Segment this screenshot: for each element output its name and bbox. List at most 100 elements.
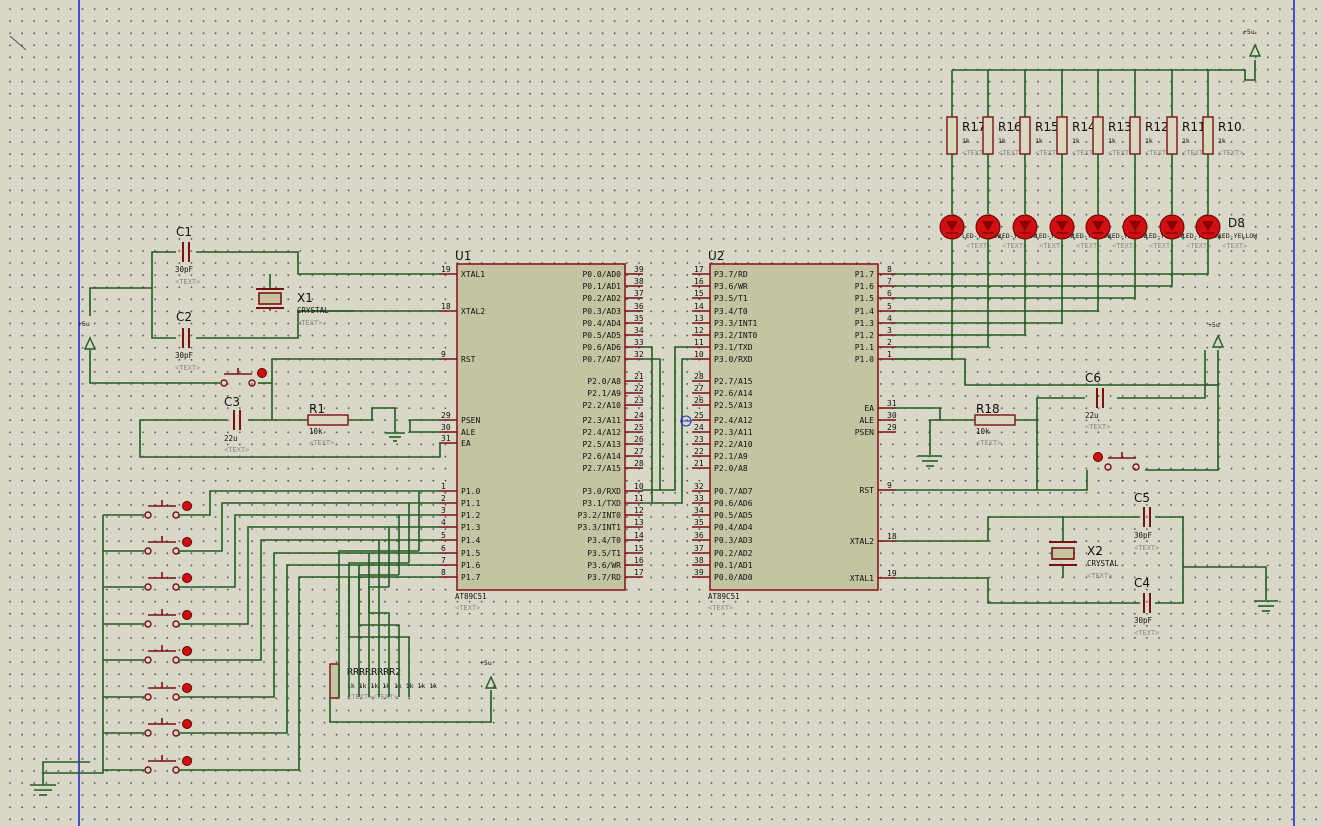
c5-ref: C5 bbox=[1134, 491, 1150, 505]
pin-name: XTAL2 bbox=[850, 537, 874, 546]
p1-button[interactable] bbox=[103, 552, 439, 701]
pin-number: 29 bbox=[441, 411, 451, 420]
u2-chip[interactable]: U2 AT89C51 <TEXT> 17P3.7/RD16P3.6/WR15P3… bbox=[692, 249, 897, 612]
pin-number: 3 bbox=[441, 506, 446, 515]
pin-number: 26 bbox=[694, 396, 704, 405]
pin-name: P0.1/AD1 bbox=[582, 282, 621, 291]
resistor-ref: R11 bbox=[1182, 120, 1206, 134]
resistor-text: <TEXT> bbox=[1035, 149, 1060, 157]
resistor-text: <TEXT> bbox=[998, 149, 1023, 157]
buttons-ground bbox=[30, 515, 104, 796]
pin-name: P2.6/A14 bbox=[582, 452, 621, 461]
c4-ref: C4 bbox=[1134, 576, 1150, 590]
p1-buttons[interactable] bbox=[103, 490, 439, 774]
pin-name: P3.1/TXD bbox=[714, 343, 753, 352]
r1-text: <TEXT> bbox=[309, 439, 334, 447]
pin-number: 34 bbox=[694, 506, 704, 515]
u1-oscillator: C1 30pF <TEXT> C2 30pF <TEXT> X1 CRYSTAL… bbox=[89, 225, 440, 372]
led-text: <TEXT> bbox=[1002, 242, 1027, 250]
u1-body[interactable] bbox=[456, 263, 626, 591]
pin-name: P0.7/AD7 bbox=[582, 355, 621, 364]
pin-name: P2.0/A8 bbox=[587, 377, 621, 386]
pin-name: ALE bbox=[461, 428, 476, 437]
u1-chip[interactable]: U1 AT89C51 <TEXT> 19XTAL118XTAL29RST29PS… bbox=[439, 249, 644, 612]
led-text: <TEXT> bbox=[1186, 242, 1211, 250]
pin-name: P2.3/A11 bbox=[582, 416, 621, 425]
c3-ref: C3 bbox=[224, 395, 240, 409]
r1-resistor[interactable]: R1 10k <TEXT> bbox=[307, 402, 349, 447]
resistor-value: 1k bbox=[1108, 137, 1116, 145]
resistor-pack[interactable]: RRRRRRRR2 1k 1k 1k 1k 1k 1k 1k 1k <TEXT>… bbox=[329, 659, 498, 723]
c1-value: 30pF bbox=[175, 265, 194, 274]
pin-name: XTAL1 bbox=[461, 270, 485, 279]
c1-capacitor[interactable]: C1 30pF <TEXT> bbox=[175, 225, 200, 286]
pin-number: 23 bbox=[694, 435, 704, 444]
pin-name: P2.0/A8 bbox=[714, 464, 748, 473]
pin-number: 11 bbox=[694, 338, 704, 347]
u1-part: AT89C51 bbox=[455, 592, 487, 601]
pin-name: XTAL2 bbox=[461, 307, 485, 316]
p1-button[interactable] bbox=[103, 502, 439, 555]
pin-number: 26 bbox=[634, 435, 644, 444]
c3-capacitor[interactable]: C3 22u <TEXT> bbox=[224, 395, 249, 454]
p1-button[interactable] bbox=[103, 526, 439, 628]
p1-button[interactable] bbox=[103, 490, 439, 519]
c4-capacitor[interactable]: C4 30pF <TEXT> bbox=[1134, 576, 1159, 637]
pin-name: P1.0 bbox=[461, 487, 480, 496]
pin-name: P2.1/A9 bbox=[587, 389, 621, 398]
vcc-left-label: +5u bbox=[78, 320, 90, 328]
c2-capacitor[interactable]: C2 30pF <TEXT> bbox=[175, 310, 200, 372]
u1-reset-circuit: C3 22u <TEXT> R1 10k <TEXT> +5u bbox=[78, 320, 441, 458]
pin-number: 33 bbox=[634, 338, 644, 347]
pin-number: 18 bbox=[887, 532, 897, 541]
pin-number: 8 bbox=[887, 265, 892, 274]
resistor-value: 1k bbox=[1145, 137, 1153, 145]
u2-left-pins: 17P3.7/RD16P3.6/WR15P3.5/T114P3.4/T013P3… bbox=[692, 265, 758, 582]
pin-number: 32 bbox=[694, 482, 704, 491]
vcc-rp-label: +5u bbox=[480, 659, 492, 667]
probe-cursor bbox=[680, 415, 692, 427]
pin-number: 32 bbox=[634, 350, 644, 359]
pin-number: 37 bbox=[694, 544, 704, 553]
r18-text: <TEXT> bbox=[976, 439, 1001, 447]
vcc-left: +5u bbox=[78, 320, 97, 350]
p1-button[interactable] bbox=[103, 514, 439, 591]
pin-name: P0.1/AD1 bbox=[714, 561, 753, 570]
c5-capacitor[interactable]: C5 30pF <TEXT> bbox=[1134, 491, 1159, 552]
r1-value: 10k bbox=[309, 427, 323, 436]
x2-crystal[interactable]: X2 CRYSTAL <TEXT> bbox=[1049, 541, 1119, 580]
pin-name: P1.2 bbox=[855, 331, 874, 340]
pin-number: 21 bbox=[694, 459, 704, 468]
r1-ref: R1 bbox=[309, 402, 325, 416]
resistor-ref: R12 bbox=[1145, 120, 1169, 134]
resistor-ref: R16 bbox=[998, 120, 1022, 134]
resistor-ref: R15 bbox=[1035, 120, 1059, 134]
x1-crystal[interactable]: X1 CRYSTAL <TEXT> bbox=[256, 288, 329, 327]
resistor-value: 1k bbox=[962, 137, 970, 145]
p1-button[interactable] bbox=[103, 564, 439, 737]
pin-number: 15 bbox=[694, 289, 704, 298]
u2-reset-button[interactable] bbox=[1093, 452, 1140, 471]
u2-body[interactable] bbox=[709, 263, 879, 591]
pin-number: 5 bbox=[887, 302, 892, 311]
pin-number: 30 bbox=[887, 411, 897, 420]
led-row[interactable]: R171k<TEXT>LED-YELLOW<TEXT>R161k<TEXT>LE… bbox=[939, 70, 1257, 250]
pin-name: P1.1 bbox=[855, 343, 874, 352]
c3-text: <TEXT> bbox=[224, 446, 249, 454]
pin-number: 17 bbox=[634, 568, 644, 577]
pin-name: P1.4 bbox=[855, 307, 874, 316]
c5-text: <TEXT> bbox=[1134, 544, 1159, 552]
c6-capacitor[interactable]: C6 22u <TEXT> bbox=[1085, 371, 1110, 431]
pin-number: 13 bbox=[694, 314, 704, 323]
pin-number: 24 bbox=[694, 423, 704, 432]
pin-name: P0.7/AD7 bbox=[714, 487, 753, 496]
u1-reset-button[interactable] bbox=[220, 368, 267, 387]
pin-number: 15 bbox=[634, 544, 644, 553]
p1-button[interactable] bbox=[103, 539, 439, 664]
pin-number: 38 bbox=[634, 277, 644, 286]
x2-value: CRYSTAL bbox=[1087, 559, 1119, 568]
r18-resistor[interactable]: R18 10k <TEXT> bbox=[974, 402, 1016, 447]
